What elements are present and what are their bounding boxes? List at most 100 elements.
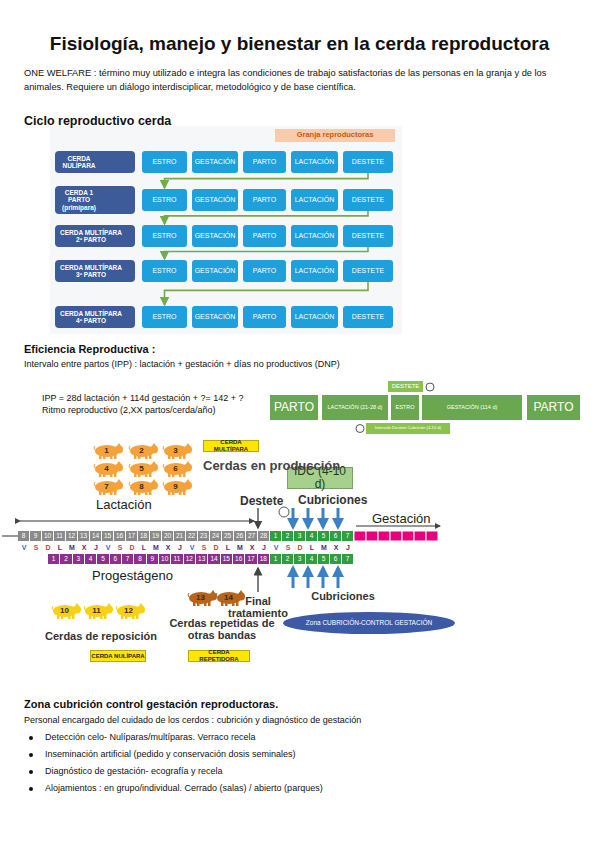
phase-box: ESTRO — [391, 395, 419, 420]
day-cell — [402, 531, 414, 541]
group-title: Cerdas en producción — [203, 458, 353, 473]
day-cell: 9 — [30, 531, 42, 541]
clock-icon — [279, 507, 289, 517]
node-text: LACTACIÓN — [295, 158, 335, 166]
node-text: DESTETE — [352, 313, 384, 321]
weekday-letter: S — [114, 543, 126, 552]
node-text: GESTACIÓN — [195, 158, 236, 166]
pig-ear — [117, 461, 121, 464]
day-cell: 21 — [174, 531, 186, 541]
pig-tail — [163, 482, 164, 486]
pig-figure: 11 — [82, 603, 114, 619]
node-text: PARTO — [253, 313, 276, 321]
day-cell: 16 — [114, 531, 126, 541]
node-text: ESTRO — [396, 404, 415, 410]
node-text: CERDA MULTÍPARA 2º PARTO — [59, 229, 123, 243]
day-cell — [390, 531, 402, 541]
zone-ellipse: Zona CUBRICIÓN-CONTROL GESTACIÓN — [283, 612, 455, 634]
node-text: PARTO — [253, 267, 276, 275]
day-cell — [354, 531, 366, 541]
pig-tail — [163, 446, 164, 450]
node-text: 5 — [139, 465, 143, 474]
day-cell: 10 — [42, 531, 54, 541]
day-cell: 9 — [147, 554, 159, 564]
node-text: LACTACIÓN — [295, 267, 335, 275]
day-cell: 18 — [258, 554, 270, 564]
body-text: Intervalo entre partos (IPP) : lactación… — [24, 359, 444, 369]
node-text: ESTRO — [152, 313, 176, 321]
day-cell: 23 — [198, 531, 210, 541]
pig-head — [105, 606, 113, 614]
weekday-letter: X — [246, 543, 258, 552]
pig-figure: 7 — [92, 479, 124, 495]
weekday-letter: S — [198, 543, 210, 552]
day-cell: 6 — [110, 554, 122, 564]
node-text: 6 — [173, 465, 177, 474]
node-text: LACTACIÓN — [295, 313, 335, 321]
stage-box: DESTETE — [343, 189, 393, 211]
pointer-arrow — [257, 508, 259, 528]
section-heading: Ciclo reproductivo cerda — [24, 114, 324, 128]
pig-ear — [152, 443, 156, 446]
node-text: GESTACIÓN — [195, 313, 236, 321]
node-text: DESTETE — [352, 196, 384, 204]
pig-tail — [129, 464, 130, 468]
pig-ear — [239, 590, 243, 593]
weekday-letter: J — [342, 543, 354, 552]
node-text: LACTACIÓN (21-28 d) — [328, 404, 383, 410]
weekday-letter: L — [222, 543, 234, 552]
weekday-letter: J — [90, 543, 102, 552]
service-arrow — [337, 508, 340, 527]
day-cell: 6 — [330, 531, 342, 541]
day-cell: 3 — [294, 554, 306, 564]
pig-figure: 8 — [127, 479, 159, 495]
stage-box: LACTACIÓN — [291, 189, 338, 211]
service-arrow — [292, 568, 295, 588]
node-text: 4 — [104, 465, 108, 474]
stage-box: DESTETE — [343, 151, 393, 173]
pig-ear — [186, 479, 190, 482]
phase-box: DESTETE — [388, 381, 423, 392]
flow-arrow — [165, 247, 369, 259]
weekday-letter: M — [234, 543, 246, 552]
node-text: PARTO — [253, 232, 276, 240]
node-text: LACTACIÓN — [295, 232, 335, 240]
sow-category-box: CERDA 1 PARTO (primípara) — [55, 186, 135, 214]
node-text: GESTACIÓN — [195, 196, 236, 204]
node-text: Intervalo Destete Cubrición (4-10 d) — [375, 426, 441, 431]
pig-ear — [186, 461, 190, 464]
stage-box: PARTO — [243, 225, 286, 247]
bullet-dot — [29, 753, 33, 757]
day-cell: 12 — [184, 554, 196, 564]
period-label: Progestágeno — [92, 568, 212, 583]
pig-figure: 13 — [186, 590, 218, 606]
day-cell: 8 — [134, 554, 146, 564]
clock-icon — [426, 383, 434, 391]
pig-tail — [94, 482, 95, 486]
page-title: Fisiología, manejo y bienestar en la cer… — [0, 33, 599, 55]
node-text: 14 — [224, 594, 233, 603]
day-cell: 18 — [138, 531, 150, 541]
day-cell: 3 — [73, 554, 85, 564]
pig-figure: 1 — [92, 443, 124, 459]
service-arrow — [292, 508, 295, 527]
flow-arrow — [165, 282, 369, 305]
day-cell: 11 — [54, 531, 66, 541]
pig-figure: 4 — [92, 461, 124, 477]
interval-box: Intervalo Destete Cubrición (4-10 d) — [366, 423, 450, 434]
stage-box: LACTACIÓN — [291, 151, 338, 173]
day-cell: 14 — [208, 554, 220, 564]
phase-box: PARTO — [527, 395, 580, 420]
node-text: Granja reproductoras — [297, 131, 374, 139]
day-cell: 11 — [171, 554, 183, 564]
pig-head — [184, 482, 192, 490]
clock-icon — [356, 425, 364, 433]
day-cell — [414, 531, 426, 541]
stage-box: ESTRO — [142, 151, 187, 173]
node-text: PARTO — [274, 401, 314, 414]
node-text: DESTETE — [352, 232, 384, 240]
node-text: CERDA MULTÍPARA 4º PARTO — [59, 310, 123, 324]
pig-tail — [216, 593, 217, 597]
panel-background — [50, 126, 402, 334]
